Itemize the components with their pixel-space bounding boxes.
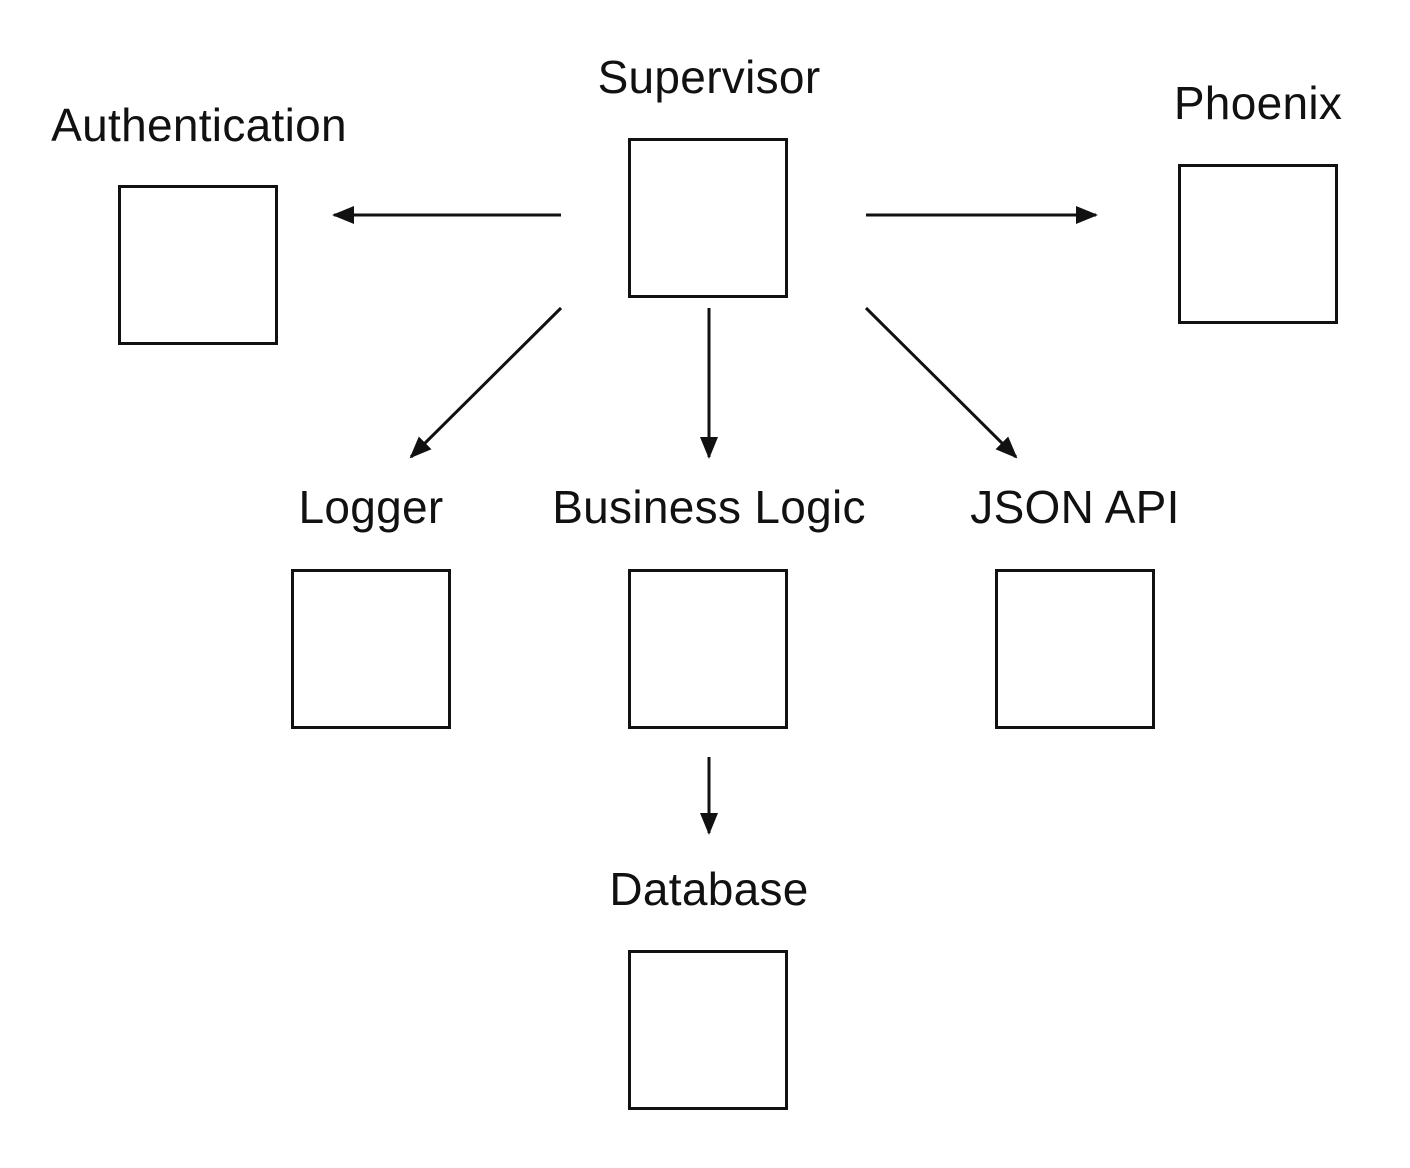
logger-label: Logger: [298, 481, 444, 533]
business-logic-node: [628, 569, 788, 729]
json-api-label: JSON API: [970, 481, 1180, 533]
json-api-node: [995, 569, 1155, 729]
supervisor-node: [628, 138, 788, 298]
phoenix-label: Phoenix: [1173, 77, 1343, 129]
supervisor-label: Supervisor: [597, 51, 821, 103]
authentication-node: [118, 185, 278, 345]
edge-supervisor-logger: [409, 306, 563, 459]
business-logic-label: Business Logic: [552, 481, 866, 533]
database-node: [628, 950, 788, 1110]
database-label: Database: [609, 863, 809, 915]
edge-supervisor-json-api: [864, 306, 1018, 459]
logger-node: [291, 569, 451, 729]
phoenix-node: [1178, 164, 1338, 324]
authentication-label: Authentication: [51, 99, 347, 151]
